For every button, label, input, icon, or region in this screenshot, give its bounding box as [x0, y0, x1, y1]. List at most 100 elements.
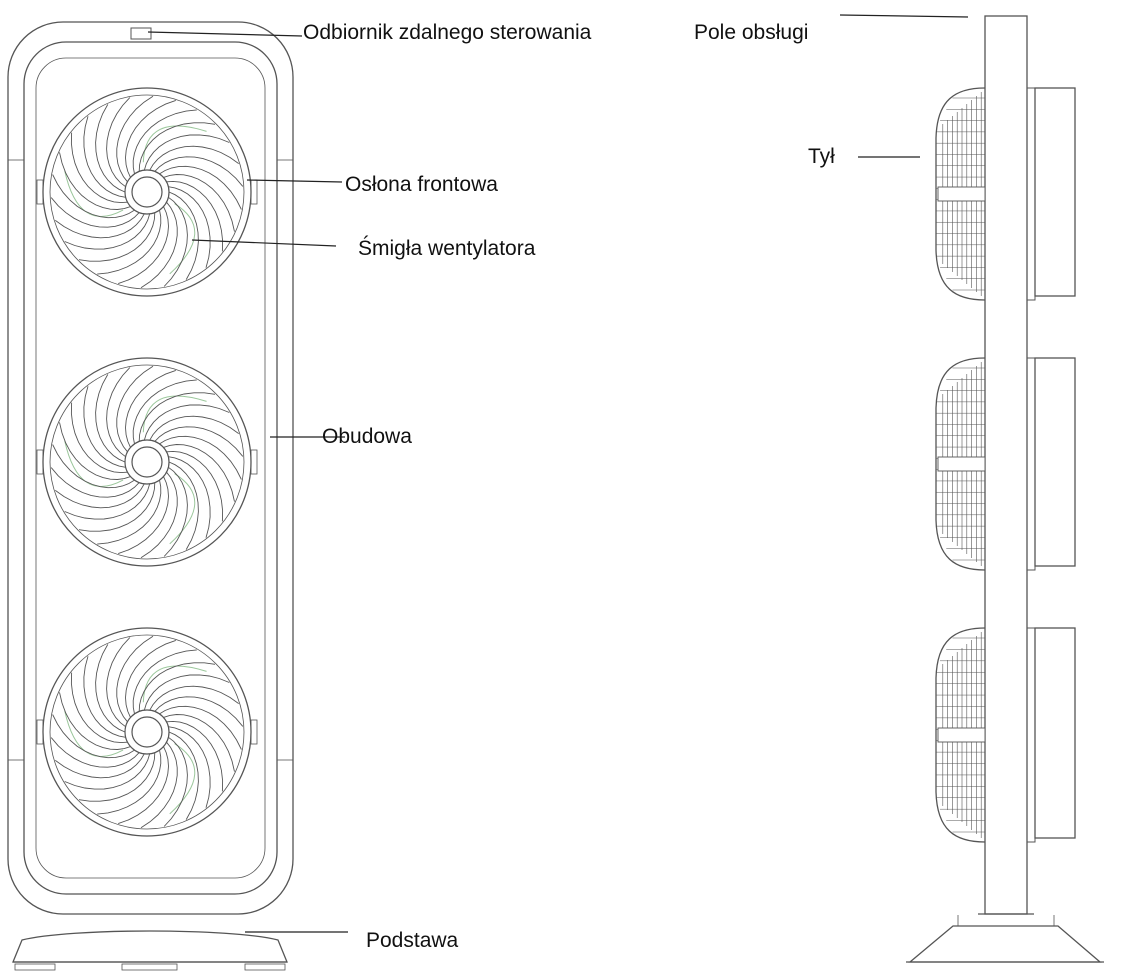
- remote-receiver-window: [130, 27, 152, 40]
- grille-rib: [138, 392, 216, 442]
- side-fan-3: [935, 627, 1076, 843]
- label-control-panel: Pole obsługi: [694, 21, 809, 44]
- grille-rib: [132, 109, 197, 174]
- grille-rib: [52, 444, 135, 489]
- grille-rib: [50, 737, 140, 768]
- grille-rib: [70, 402, 128, 474]
- grille-rib: [168, 461, 199, 550]
- front-cover-side: [1034, 357, 1076, 567]
- grille-rib: [97, 210, 162, 275]
- grille-rib: [95, 104, 126, 193]
- grille-rib: [163, 174, 235, 232]
- front-cover-side: [1034, 87, 1076, 297]
- housing-face-panel: [35, 57, 266, 879]
- grille-rib: [52, 714, 135, 759]
- label-back: Tył: [808, 145, 835, 168]
- fan-blade: [169, 473, 196, 545]
- grille-rib: [166, 720, 224, 792]
- grille-rib: [125, 99, 176, 178]
- grille-rib: [163, 736, 188, 827]
- front-fan-1: [36, 87, 258, 297]
- grille-rib: [140, 471, 178, 559]
- back-cover-dome: [935, 357, 986, 571]
- side-fan-1: [935, 87, 1076, 301]
- label-front-cover: Osłona frontowa: [345, 173, 498, 196]
- label-housing: Obudowa: [322, 425, 412, 448]
- grille-rib: [118, 476, 169, 555]
- grille-rib: [166, 450, 224, 522]
- grille-rib: [154, 156, 244, 187]
- grille-rib: [149, 685, 239, 711]
- grille-rib: [95, 644, 126, 733]
- grille-rib: [168, 186, 211, 268]
- grille-rib: [106, 97, 131, 188]
- grille-rib: [168, 726, 211, 808]
- grille-rib: [59, 422, 131, 480]
- grille-rib: [70, 672, 128, 744]
- grille-rib: [97, 750, 162, 815]
- front-view: [7, 21, 294, 971]
- grille-rib: [55, 753, 145, 779]
- grille-rib: [78, 212, 156, 262]
- fan-hub: [131, 716, 163, 748]
- grille-rib: [106, 637, 131, 728]
- label-remote-receiver: Odbiornik zdalnego sterowania: [303, 21, 592, 44]
- grille-rib: [163, 714, 235, 772]
- grille-rib: [59, 692, 131, 750]
- motor-band: [937, 456, 986, 472]
- grille-rib: [64, 753, 151, 790]
- side-base-shape: [908, 925, 1102, 963]
- fan-hub: [131, 446, 163, 478]
- grille-rib: [143, 404, 230, 441]
- base-shape: [12, 930, 288, 963]
- grille-rib: [83, 116, 126, 198]
- front-fan-3: [36, 627, 258, 837]
- label-base: Podstawa: [366, 929, 459, 952]
- grille-rib: [125, 639, 176, 718]
- grille-rib: [143, 134, 230, 171]
- grille-rib: [52, 174, 135, 219]
- side-column: [984, 15, 1028, 915]
- grille-rib: [106, 367, 131, 458]
- front-fan-2: [36, 357, 258, 567]
- grille-rib: [163, 444, 235, 502]
- grille-rib: [140, 201, 178, 289]
- grille-rib: [159, 165, 242, 210]
- grille-rib: [70, 132, 128, 204]
- leader-front-cover: [246, 179, 343, 183]
- grille-rib: [132, 379, 197, 444]
- leader-lines: [147, 14, 969, 933]
- grille-rib: [59, 152, 131, 210]
- fan-blade: [142, 665, 207, 703]
- grille-rib: [116, 365, 154, 453]
- motor-band: [937, 186, 986, 202]
- grille-rib: [64, 213, 151, 250]
- grille-rib: [168, 191, 199, 280]
- grille-rib: [116, 635, 154, 723]
- grille-rib: [154, 696, 244, 727]
- grille-rib: [168, 456, 211, 538]
- grille-rib: [168, 731, 199, 820]
- back-cover-dome: [935, 87, 986, 301]
- fan-blade: [142, 125, 207, 163]
- housing-inner-frame: [23, 41, 278, 895]
- back-cover-dome: [935, 627, 986, 843]
- fan-hub: [131, 176, 163, 208]
- grille-rib: [125, 369, 176, 448]
- grille-rib: [50, 197, 140, 228]
- grille-rib: [163, 466, 188, 557]
- side-view: [906, 15, 1104, 963]
- grille-rib: [83, 656, 126, 738]
- grille-rib: [140, 741, 178, 829]
- grille-rib: [95, 374, 126, 463]
- leader-remote-receiver: [147, 31, 303, 37]
- grille-rib: [149, 145, 239, 171]
- grille-rib: [118, 206, 169, 285]
- grille-rib: [138, 662, 216, 712]
- grille-rib: [55, 483, 145, 509]
- grille-rib: [138, 122, 216, 172]
- grille-rib: [97, 480, 162, 545]
- grille-rib: [159, 435, 242, 480]
- fan-blade: [169, 743, 196, 815]
